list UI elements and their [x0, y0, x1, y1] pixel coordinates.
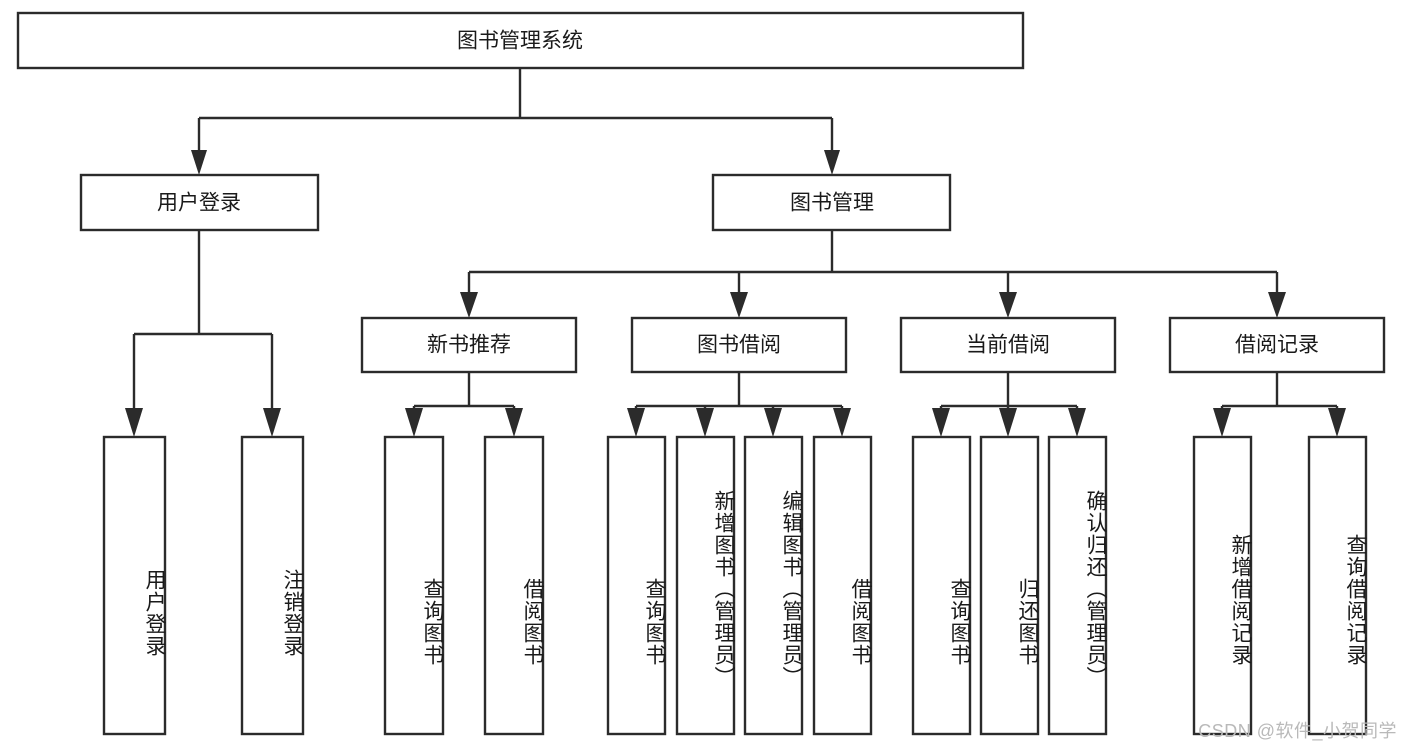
leaf-logout-box[interactable] — [240, 435, 305, 736]
leaf-query-book-3-box[interactable] — [911, 435, 972, 736]
node-book-manage-box[interactable] — [711, 173, 952, 232]
leaf-borrow-book-2-box[interactable] — [812, 435, 873, 736]
node-current-borrow-box[interactable] — [899, 316, 1117, 374]
node-root-label: 图书管理系统 — [457, 30, 583, 53]
node-book-manage-label: 图书管理 — [790, 192, 874, 215]
leaf-edit-book-box[interactable] — [743, 435, 804, 736]
arrow-head-leaf-query-record — [1328, 408, 1346, 437]
arrow-head-leaf-query-book-1 — [405, 408, 423, 437]
arrow-head-leaf-return-book — [999, 408, 1017, 437]
leaf-query-book-2-box[interactable] — [606, 435, 667, 736]
node-root-box[interactable] — [16, 11, 1025, 70]
leaf-user-login-box[interactable] — [102, 435, 167, 736]
watermark-text: CSDN @软件_小贺同学 — [1198, 721, 1397, 741]
leaf-query-record-box[interactable] — [1307, 435, 1368, 736]
arrow-head-leaf-add-record — [1213, 408, 1231, 437]
node-new-book-box[interactable] — [360, 316, 578, 374]
arrow-head-leaf-borrow-book-1 — [505, 408, 523, 437]
arrow-head-current-borrow — [999, 292, 1017, 318]
leaf-query-book-1-box[interactable] — [383, 435, 445, 736]
arrow-head-leaf-user-login — [125, 408, 143, 437]
node-borrow-record-box[interactable] — [1168, 316, 1386, 374]
arrow-head-leaf-logout — [263, 408, 281, 437]
node-user-login-label: 用户登录 — [157, 192, 241, 215]
arrow-head-user-login — [191, 150, 207, 175]
arrow-head-leaf-borrow-book-2 — [833, 408, 851, 437]
arrow-head-leaf-edit-book — [764, 408, 782, 437]
leaf-add-record-box[interactable] — [1192, 435, 1253, 736]
node-new-book-label: 新书推荐 — [427, 334, 511, 357]
arrow-head-leaf-add-book — [696, 408, 714, 437]
arrow-head-book-borrow — [730, 292, 748, 318]
arrow-head-book-manage — [824, 150, 840, 175]
node-book-borrow-label: 图书借阅 — [697, 334, 781, 357]
arrow-head-borrow-record — [1268, 292, 1286, 318]
node-book-borrow-box[interactable] — [630, 316, 848, 374]
leaf-borrow-book-1-box[interactable] — [483, 435, 545, 736]
leaf-add-book-box[interactable] — [675, 435, 736, 736]
leaf-return-book-box[interactable] — [979, 435, 1040, 736]
arrow-head-leaf-confirm-return — [1068, 408, 1086, 437]
arrow-head-leaf-query-book-2 — [627, 408, 645, 437]
arrow-head-leaf-query-book-3 — [932, 408, 950, 437]
node-borrow-record-label: 借阅记录 — [1235, 334, 1319, 357]
node-current-borrow-label: 当前借阅 — [966, 334, 1050, 357]
leaf-confirm-return-box[interactable] — [1047, 435, 1108, 736]
arrow-head-new-book — [460, 292, 478, 318]
